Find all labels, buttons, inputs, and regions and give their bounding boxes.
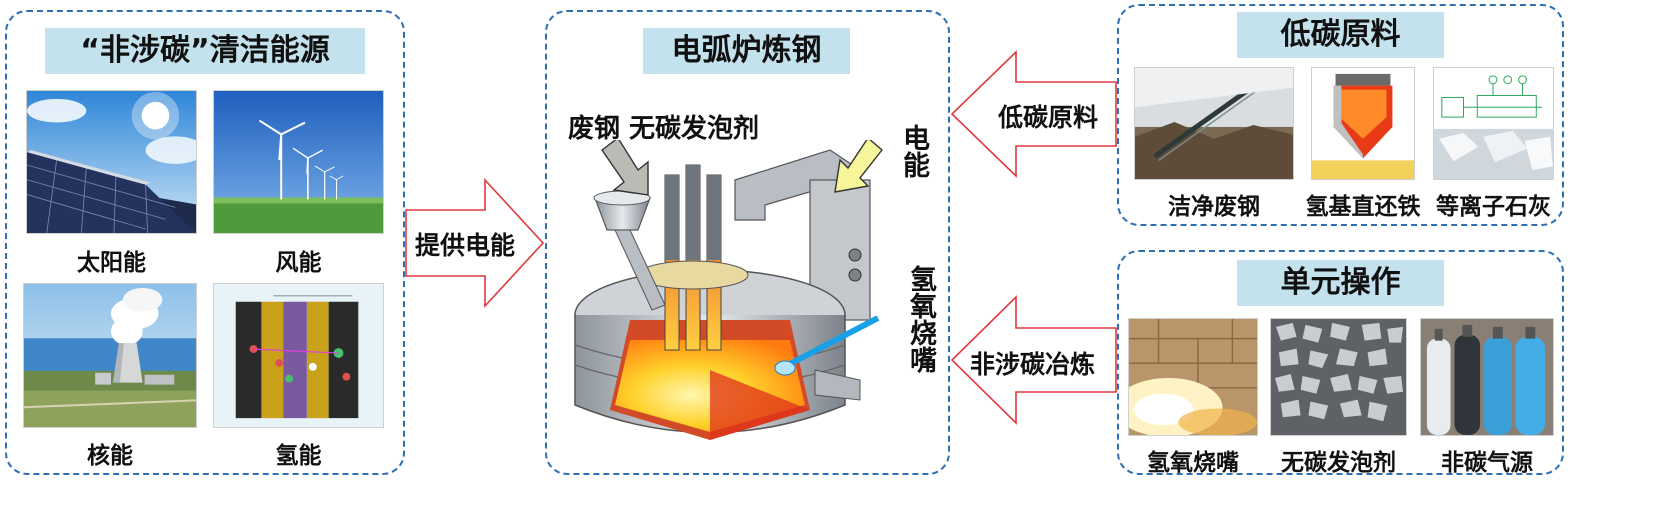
clean-scrap-image bbox=[1134, 67, 1294, 180]
non-carbon-gas-caption: 非碳气源 bbox=[1441, 450, 1533, 476]
clean-energy-title: “非涉碳”清洁能源 bbox=[45, 28, 365, 74]
wind-image bbox=[213, 90, 384, 234]
non-carbon-smelting-arrow-label: 非涉碳冶炼 bbox=[970, 350, 1096, 379]
solar-caption: 太阳能 bbox=[77, 250, 146, 276]
granules-icon bbox=[1271, 319, 1406, 435]
clean-scrap-caption: 洁净废钢 bbox=[1168, 194, 1260, 220]
burner-label: 氢氧烧嘴 bbox=[905, 265, 936, 373]
low-carbon-material-arrow bbox=[950, 50, 1117, 178]
oxy-hydrogen-burner-image bbox=[1128, 318, 1258, 436]
wind-caption: 风能 bbox=[275, 250, 322, 276]
furnace-input-label: 废钢 无碳发泡剂 bbox=[568, 114, 760, 144]
non-carbon-smelting-arrow bbox=[950, 295, 1117, 425]
nuclear-caption: 核能 bbox=[87, 443, 133, 469]
power-label: 电能 bbox=[898, 124, 929, 178]
nuclear-image bbox=[23, 283, 197, 428]
hydrogen-caption: 氢能 bbox=[275, 443, 322, 469]
unit-operation-title: 单元操作 bbox=[1237, 260, 1444, 306]
lime-plant-icon bbox=[1434, 68, 1553, 179]
carbon-free-foaming-agent-caption: 无碳发泡剂 bbox=[1281, 450, 1396, 476]
eaf-title: 电弧炉炼钢 bbox=[643, 28, 850, 74]
hydrogen-cell-icon bbox=[214, 284, 383, 427]
low-carbon-material-title: 低碳原料 bbox=[1237, 12, 1444, 58]
provide-power-label: 提供电能 bbox=[415, 231, 516, 260]
solar-panel-icon bbox=[27, 91, 196, 233]
dri-image bbox=[1311, 67, 1415, 180]
shaft-furnace-icon bbox=[1312, 68, 1414, 179]
plasma-lime-caption: 等离子石灰 bbox=[1436, 194, 1551, 220]
solar-image bbox=[26, 90, 197, 234]
non-carbon-gas-image bbox=[1420, 318, 1554, 436]
scrap-yard-icon bbox=[1135, 68, 1293, 179]
hydrogen-image bbox=[213, 283, 384, 428]
burner-flame-icon bbox=[1129, 319, 1257, 435]
wind-turbine-icon bbox=[214, 91, 383, 233]
plasma-lime-image bbox=[1433, 67, 1554, 180]
low-carbon-material-arrow-label: 低碳原料 bbox=[998, 103, 1099, 132]
carbon-free-foaming-agent-image bbox=[1270, 318, 1407, 436]
gas-cylinders-icon bbox=[1421, 319, 1553, 435]
oxy-hydrogen-burner-caption: 氢氧烧嘴 bbox=[1147, 450, 1239, 476]
eaf-furnace-illustration bbox=[574, 140, 883, 440]
dri-caption: 氢基直还铁 bbox=[1305, 194, 1421, 220]
nuclear-plant-icon bbox=[24, 284, 196, 427]
provide-power-arrow bbox=[405, 177, 545, 309]
